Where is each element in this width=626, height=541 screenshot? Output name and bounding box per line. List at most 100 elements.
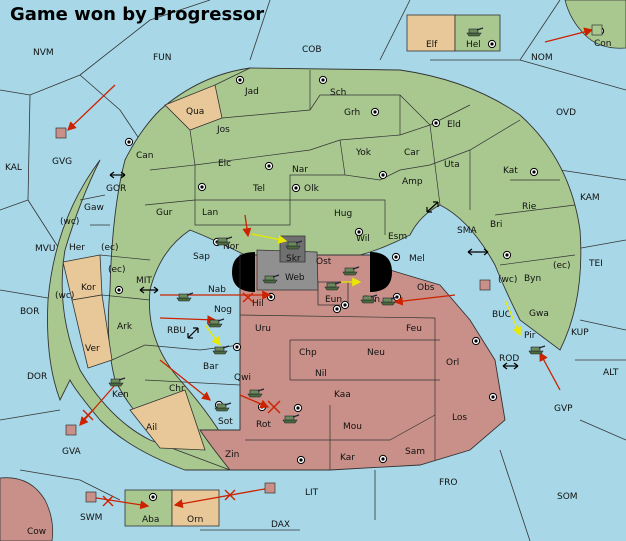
label-bor: BOR xyxy=(20,307,39,317)
support-orders xyxy=(204,233,522,347)
label-hil: Hil xyxy=(252,299,264,309)
label-fro: FRO xyxy=(439,478,458,488)
label-gwa: Gwa xyxy=(529,309,549,319)
label-nil: Nil xyxy=(315,369,327,379)
fleet-icon xyxy=(479,279,491,291)
label-nog: Nog xyxy=(214,305,232,315)
label-orn: Orn xyxy=(187,515,203,525)
gate-west xyxy=(232,252,255,292)
label-nom: NOM xyxy=(531,53,553,63)
label-lit: LIT xyxy=(305,488,319,498)
label-tei: TEI xyxy=(588,259,603,269)
label-dax: DAX xyxy=(271,520,290,530)
label-mit: MIT xyxy=(136,276,152,286)
failed-markers xyxy=(82,292,281,507)
label-kor: Kor xyxy=(81,283,96,293)
label-buc: BUC xyxy=(492,310,511,320)
label-gvp: GVP xyxy=(554,404,573,414)
label-ver: Ver xyxy=(85,344,100,354)
label-sam: Sam xyxy=(405,447,425,457)
label-elf: Elf xyxy=(426,40,438,50)
label-kar: Kar xyxy=(340,453,355,463)
label-mel: Mel xyxy=(409,254,425,264)
label-byn: Byn xyxy=(524,274,541,284)
label-gva: GVA xyxy=(62,447,82,457)
label-qwi: Qwi xyxy=(234,373,251,383)
coast-kor-ec: (ec) xyxy=(108,265,126,275)
label-sma: SMA xyxy=(457,226,477,236)
label-skr: Skr xyxy=(286,254,301,264)
label-rie: Rie xyxy=(522,202,537,212)
label-esm: Esm xyxy=(388,232,407,242)
label-kat: Kat xyxy=(503,166,518,176)
label-web: Web xyxy=(285,273,305,283)
game-status-title: Game won by Progressor xyxy=(10,4,264,25)
label-con: Con xyxy=(594,39,612,49)
label-som: SOM xyxy=(557,492,578,502)
label-uru: Uru xyxy=(255,324,271,334)
coast-byn-ec: (ec) xyxy=(553,261,571,271)
move-orders xyxy=(67,27,594,510)
label-swm: SWM xyxy=(80,513,102,523)
label-gvg: GVG xyxy=(52,157,72,167)
label-pir: Pir xyxy=(524,331,536,341)
coast-her-ec: (ec) xyxy=(101,243,119,253)
label-car: Car xyxy=(404,148,420,158)
land-ail[interactable] xyxy=(129,389,206,451)
label-hug: Hug xyxy=(334,209,352,219)
fleet-icon xyxy=(65,424,77,436)
label-los: Los xyxy=(452,413,467,423)
coast-tags: (wc) (ec) (ec) (wc) (wc) (ec) xyxy=(55,217,571,301)
label-rot: Rot xyxy=(256,420,271,430)
land-west-crescent xyxy=(47,159,231,471)
label-eld: Eld xyxy=(447,120,461,130)
label-hel: Hel xyxy=(466,40,481,50)
label-her: Her xyxy=(69,243,85,253)
label-ovd: OVD xyxy=(556,108,576,118)
label-gor: GOR xyxy=(106,184,126,194)
fleet-icon xyxy=(85,491,97,503)
label-eun: Eun xyxy=(325,295,342,305)
label-dor: DOR xyxy=(27,372,47,382)
label-uta: Uta xyxy=(444,160,460,170)
label-bar: Bar xyxy=(203,362,219,372)
label-nor: Nor xyxy=(223,242,239,252)
label-yok: Yok xyxy=(355,148,372,158)
label-qua: Qua xyxy=(186,107,204,117)
label-ark: Ark xyxy=(117,322,133,332)
label-can: Can xyxy=(136,151,154,161)
label-obs: Obs xyxy=(417,283,435,293)
label-kup: KUP xyxy=(571,328,589,338)
label-mou: Mou xyxy=(343,422,362,432)
label-amp: Amp xyxy=(402,177,423,187)
label-gur: Gur xyxy=(156,208,173,218)
label-rbu: RBU xyxy=(167,326,186,336)
label-aba: Aba xyxy=(142,515,159,525)
label-wil: Wil xyxy=(356,234,370,244)
label-kal: KAL xyxy=(5,163,22,173)
label-sap: Sap xyxy=(193,252,210,262)
label-ost: Ost xyxy=(316,257,332,267)
fleets xyxy=(55,24,603,503)
label-ail: Ail xyxy=(146,423,157,433)
fleet-icon xyxy=(591,24,603,36)
label-neu: Neu xyxy=(367,348,385,358)
label-sot: Sot xyxy=(218,417,233,427)
canal-arrows xyxy=(109,171,519,370)
fleet-icon xyxy=(55,127,67,139)
label-alt: ALT xyxy=(603,368,619,378)
label-cow: Cow xyxy=(27,527,46,537)
coast-byn-wc: (wc) xyxy=(498,275,517,285)
fleet-icon xyxy=(264,482,276,494)
label-zin: Zin xyxy=(225,450,239,460)
coast-kor-wc: (wc) xyxy=(55,291,74,301)
land-labels: Elf Hel Jad Sch Qua Jos Grh Can Eld Yok … xyxy=(69,40,549,525)
land-cow[interactable] xyxy=(0,477,54,541)
gate-east xyxy=(370,252,392,292)
label-feu: Feu xyxy=(406,324,422,334)
label-sch: Sch xyxy=(330,88,346,98)
label-nar: Nar xyxy=(292,165,308,175)
label-fun: FUN xyxy=(153,53,172,63)
